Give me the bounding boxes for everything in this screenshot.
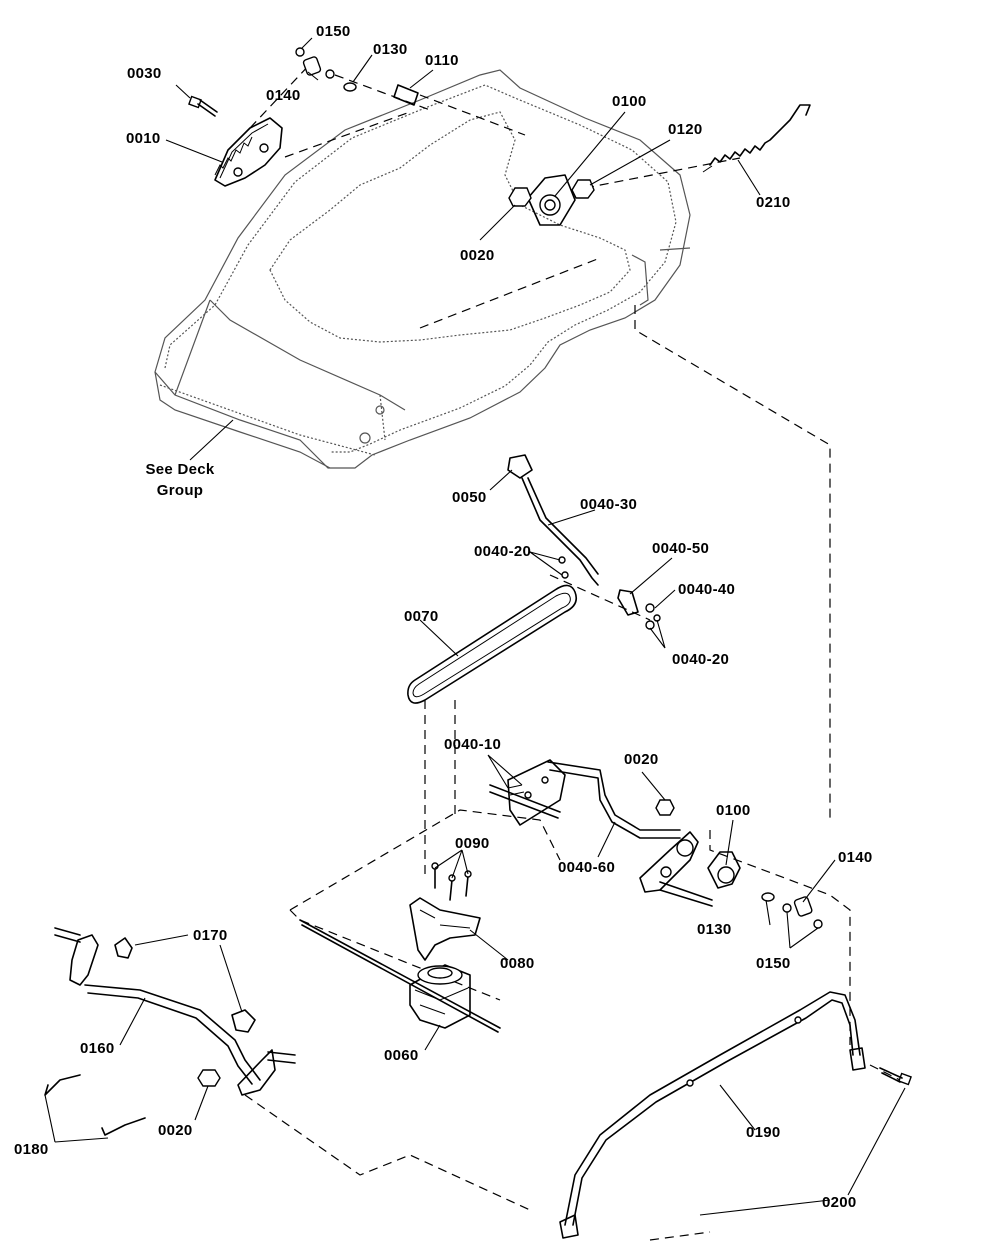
callout-0110: 0110 xyxy=(425,52,459,69)
callout-0190: 0190 xyxy=(746,1124,781,1141)
callout-0040-20-right: 0040-20 xyxy=(672,651,730,668)
callout-0130-bottom: 0130 xyxy=(697,921,732,938)
callout-0100-top: 0100 xyxy=(612,93,647,110)
part-0040-30-lever xyxy=(521,477,599,586)
callout-0040-60: 0040-60 xyxy=(558,859,616,876)
callout-0150-top: 0150 xyxy=(316,23,351,40)
note-line-2: Group xyxy=(156,482,204,499)
part-0090-screws xyxy=(431,862,472,901)
note-line-1: See Deck xyxy=(145,461,215,478)
part-0040-60-shift-arm xyxy=(489,759,681,839)
callout-0020-top: 0020 xyxy=(460,247,495,264)
lower-hardware xyxy=(761,892,823,929)
callout-0050: 0050 xyxy=(452,489,487,506)
callout-0210: 0210 xyxy=(756,194,791,211)
part-0100-pivot-lower xyxy=(707,851,741,889)
callout-0020-bottom: 0020 xyxy=(158,1122,193,1139)
callout-0200: 0200 xyxy=(822,1194,857,1211)
part-0200-bolt xyxy=(879,1067,912,1086)
callout-0090: 0090 xyxy=(455,835,490,852)
assembly-guide-lines xyxy=(244,61,901,1241)
callout-0060: 0060 xyxy=(384,1047,419,1064)
part-0040-60-plate xyxy=(639,831,713,907)
part-0030-bolt xyxy=(188,95,218,117)
part-0080-bracket xyxy=(409,897,481,961)
callout-0010: 0010 xyxy=(126,130,161,147)
callout-0080: 0080 xyxy=(500,955,535,972)
part-0060-transmission xyxy=(299,919,501,1033)
mower-deck-outline xyxy=(154,69,691,469)
callout-0140-top: 0140 xyxy=(266,87,301,104)
callout-0070: 0070 xyxy=(404,608,439,625)
part-0020-nut-middle xyxy=(655,799,675,816)
see-deck-group-note: See Deck Group xyxy=(140,462,220,498)
callout-0170: 0170 xyxy=(193,927,228,944)
callout-0180: 0180 xyxy=(14,1141,49,1158)
part-0210-spring xyxy=(702,104,811,173)
callout-0040-40: 0040-40 xyxy=(678,581,736,598)
part-0040-50-bracket xyxy=(617,589,661,630)
callout-0040-30: 0040-30 xyxy=(580,496,638,513)
callout-0030: 0030 xyxy=(127,65,162,82)
part-0180-pins xyxy=(44,1074,146,1136)
part-0010-height-adjuster xyxy=(214,117,283,187)
part-0160-rear-axle xyxy=(54,927,296,1096)
callout-0140-bottom: 0140 xyxy=(838,849,873,866)
callout-0130-top: 0130 xyxy=(373,41,408,58)
upper-hardware xyxy=(295,47,419,106)
callout-0040-10: 0040-10 xyxy=(444,736,502,753)
callout-0120: 0120 xyxy=(668,121,703,138)
callout-leaders xyxy=(44,37,906,1216)
callout-0040-20-left: 0040-20 xyxy=(474,543,532,560)
part-0050-knob xyxy=(507,454,533,479)
part-0020-nut-lower xyxy=(197,1069,221,1087)
part-0070-belt xyxy=(407,584,578,704)
part-0190-handle xyxy=(559,991,866,1239)
callout-0100-bottom: 0100 xyxy=(716,802,751,819)
part-0170-clips xyxy=(114,937,256,1033)
callout-0160: 0160 xyxy=(80,1040,115,1057)
callout-0040-50: 0040-50 xyxy=(652,540,710,557)
part-0100-pivot-plate-top xyxy=(508,174,595,226)
callout-0020-mid: 0020 xyxy=(624,751,659,768)
callout-0150-bottom: 0150 xyxy=(756,955,791,972)
